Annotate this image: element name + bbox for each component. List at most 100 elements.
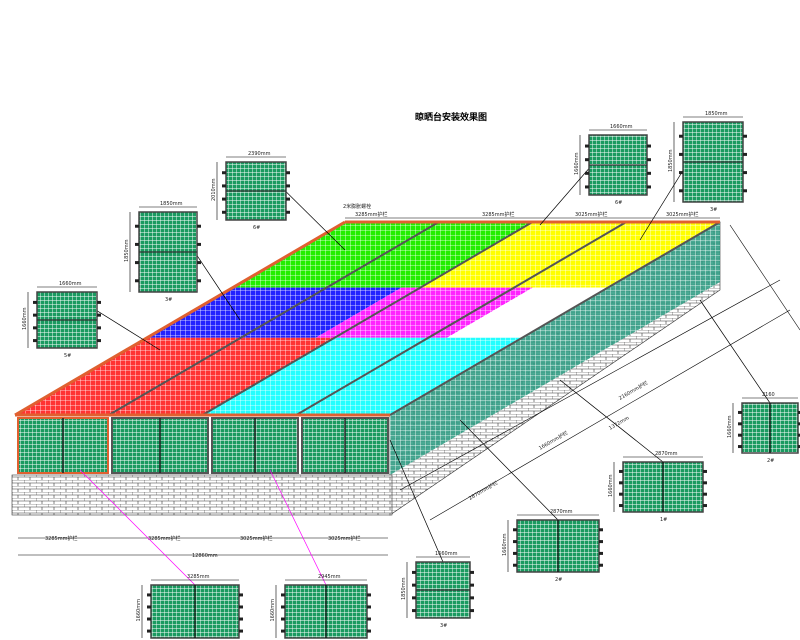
roof-beam — [108, 221, 440, 416]
roof-beam — [201, 221, 534, 416]
clamp-icon — [703, 481, 707, 485]
panel-detail-10: 3285mm1660mm4# — [79, 469, 243, 639]
clamp-icon — [679, 152, 683, 156]
leader-line — [699, 299, 771, 404]
side-dim-2: 1372mm — [608, 415, 631, 431]
clamp-icon — [798, 410, 800, 414]
panel-label: 6# — [615, 200, 622, 206]
leader-line — [79, 469, 196, 586]
clamp-icon — [470, 583, 474, 587]
clamp-icon — [470, 609, 474, 613]
clamp-icon — [619, 469, 623, 473]
back-dim-3: 3025mm护栏 — [575, 211, 607, 218]
side-dim-line — [399, 279, 781, 491]
panel-width: 2870mm — [655, 451, 678, 457]
clamp-icon — [679, 171, 683, 175]
clamp-icon — [367, 605, 371, 609]
clamp-icon — [97, 313, 101, 317]
clamp-icon — [281, 593, 285, 597]
panel-height: 1850mm — [124, 239, 130, 262]
panel-width: 1850mm — [705, 111, 728, 117]
clamp-icon — [619, 504, 623, 508]
clamp-icon — [281, 605, 285, 609]
front-dim-4: 3025mm护栏 — [328, 535, 360, 542]
panel-height: 1660mm — [136, 599, 142, 622]
clamp-icon — [286, 210, 290, 214]
clamp-icon — [222, 197, 226, 201]
panel-details: 2390mm2010mm6#1850mm1850mm3#1660mm1660mm… — [22, 111, 800, 639]
clamp-icon — [412, 609, 416, 613]
panel-label: 6# — [253, 225, 260, 231]
clamp-icon — [239, 629, 243, 633]
panel-height: 1660mm — [727, 415, 733, 438]
clamp-icon — [33, 339, 37, 343]
clamp-icon — [743, 152, 747, 156]
clamp-icon — [470, 596, 474, 600]
clamp-icon — [281, 617, 285, 621]
panel-width: 2945mm — [318, 574, 341, 580]
clamp-icon — [97, 326, 101, 330]
leader-line — [269, 469, 327, 586]
clamp-icon — [197, 224, 201, 228]
clamp-icon — [513, 540, 517, 544]
clamp-icon — [647, 158, 651, 162]
back-dim-4: 3025mm护栏 — [666, 211, 698, 218]
clamp-icon — [286, 197, 290, 201]
clamp-icon — [197, 242, 201, 246]
clamp-icon — [743, 134, 747, 138]
clamp-icon — [599, 563, 603, 567]
clamp-icon — [147, 593, 151, 597]
clamp-icon — [147, 629, 151, 633]
clamp-icon — [585, 171, 589, 175]
panel-height: 2010mm — [211, 178, 217, 201]
panel-label: 3# — [440, 623, 447, 629]
clamp-icon — [703, 469, 707, 473]
clamp-icon — [33, 300, 37, 304]
clamp-icon — [513, 528, 517, 532]
panel-label: 2# — [555, 577, 562, 583]
clamp-icon — [599, 540, 603, 544]
clamp-icon — [239, 605, 243, 609]
zone-blue-mesh — [147, 287, 402, 338]
clamp-icon — [147, 605, 151, 609]
clamp-icon — [798, 433, 800, 437]
roof-beam — [389, 221, 721, 416]
clamp-icon — [738, 433, 742, 437]
clamp-icon — [147, 617, 151, 621]
clamp-icon — [647, 185, 651, 189]
clamp-icon — [367, 629, 371, 633]
clamp-icon — [513, 563, 517, 567]
back-dim-2: 3285mm护栏 — [482, 211, 514, 218]
panel-width: 1850mm — [160, 201, 183, 207]
panel-label: 5# — [64, 353, 71, 359]
leader-line — [389, 439, 444, 563]
clamp-icon — [367, 593, 371, 597]
panel-width: 1660mm — [59, 281, 82, 287]
clamp-icon — [197, 279, 201, 283]
panel-width: 2160 — [762, 392, 775, 398]
panel-height: 1660mm — [270, 599, 276, 622]
panel-width: 1660mm — [435, 551, 458, 557]
clamp-icon — [135, 242, 139, 246]
clamp-icon — [619, 481, 623, 485]
zone-white-mesh — [447, 287, 608, 338]
panel-label: 3# — [165, 297, 172, 303]
clamp-icon — [619, 492, 623, 496]
clamp-icon — [647, 171, 651, 175]
panel-width: 3285mm — [187, 574, 210, 580]
roof-beam — [14, 220, 346, 417]
clamp-icon — [703, 504, 707, 508]
clamp-icon — [239, 593, 243, 597]
roof-beam — [295, 221, 627, 416]
clamp-icon — [679, 134, 683, 138]
panel-label: 2# — [767, 458, 774, 464]
clamp-icon — [33, 313, 37, 317]
panel-height: 1660mm — [22, 307, 28, 330]
panel-width: 2870mm — [550, 509, 573, 515]
